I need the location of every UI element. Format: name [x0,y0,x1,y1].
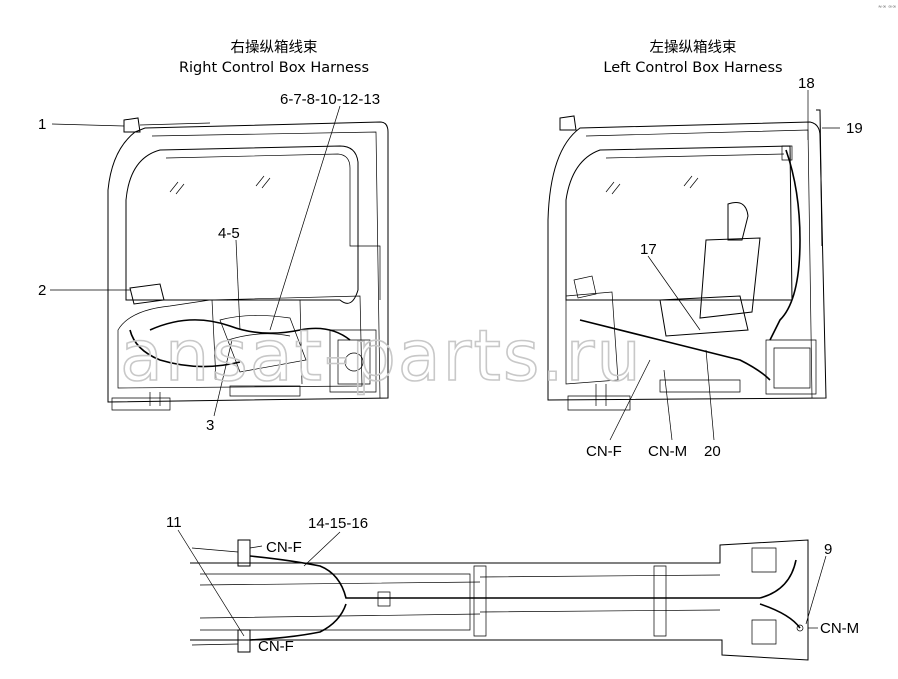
label-18: 18 [798,75,815,92]
watermark: ansat-parts.ru [120,315,643,397]
right-box-title-en: Right Control Box Harness [179,60,369,76]
left-leaders [609,90,840,441]
label-2: 2 [38,282,46,299]
label-cn-m-frame: CN-M [820,620,859,637]
label-cn-f-cab: CN-F [586,443,622,460]
right-leaders [50,105,341,417]
label-11: 11 [166,514,182,531]
label-4-5: 4-5 [218,225,240,242]
right-box-title-cn: 右操纵箱线束 [231,39,318,56]
label-1: 1 [38,116,46,133]
label-3: 3 [206,417,214,434]
frame-drawing [190,539,809,661]
label-17: 17 [640,241,657,258]
monitor-icon [129,283,165,305]
label-cn-f-top: CN-F [266,539,302,556]
connector-cn-f-top-icon [237,539,251,567]
connector-cn-f-bottom-icon [237,629,251,653]
connector-cn-m-icon [796,624,804,632]
label-9: 9 [824,541,832,558]
left-box-title-cn: 左操纵箱线束 [650,39,737,56]
label-cn-m-cab: CN-M [648,443,687,460]
label-6-13: 6-7-8-10-12-13 [280,91,380,108]
label-20: 20 [704,443,721,460]
label-19: 19 [846,120,863,137]
label-cn-f-bottom: CN-F [258,638,294,655]
left-box-title-en: Left Control Box Harness [603,60,782,76]
corner-mark: ≈∞ ∞∞ [878,4,896,10]
label-14-16: 14-15-16 [308,515,368,532]
frame-leaders [177,529,827,637]
right-cab-drawing [107,117,389,411]
